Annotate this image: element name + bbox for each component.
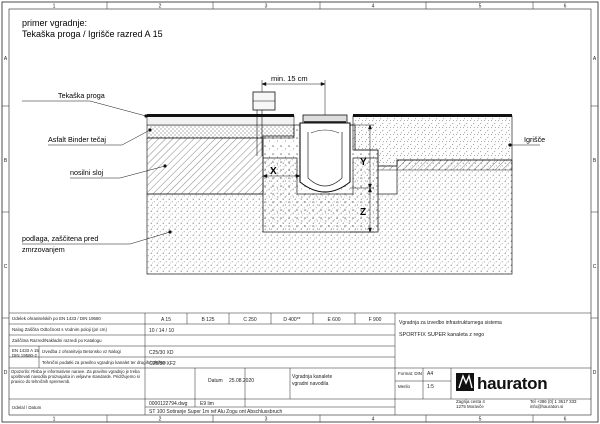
- channel-inner-profile: [307, 132, 343, 187]
- tb-drawing-no: 0000122794.dwg: [149, 401, 188, 407]
- layer-field-topcoat: [353, 114, 512, 117]
- edge-left-D: D: [4, 370, 8, 376]
- tb-stamp-label: Datum: [208, 378, 223, 384]
- drawing-title-line1: primer vgradnje:: [22, 18, 87, 28]
- tb-class-e600: E 600: [327, 317, 340, 323]
- tb-stamp-date: 25.08.2020: [229, 378, 254, 384]
- edge-labels: 1 2 3 4 5 6 1 2 3 4 5 6 A B C D A B C D: [4, 4, 597, 423]
- layer-base-course-right: [377, 159, 513, 171]
- leader-dot-asphalt: [148, 128, 152, 132]
- logo-mark-icon: [458, 373, 473, 389]
- edge-right-B: B: [593, 158, 597, 164]
- edge-bottom-1: 1: [53, 417, 56, 423]
- tb-row-install: Tehnični podatki za pravilno vgradnjo ka…: [42, 360, 167, 365]
- tb-row-author: Izdelal / Datum: [12, 405, 42, 410]
- tb-class-b125: B 125: [201, 317, 214, 323]
- tb-concrete-2: C25/30 XF2: [149, 361, 176, 367]
- dim-z-label: Z: [360, 207, 366, 218]
- edge-top-5: 5: [479, 4, 482, 10]
- tb-mid-title-1: Vgradnja kanalete: [292, 374, 333, 380]
- tb-code-1: EN 1433 A 15: [12, 348, 39, 353]
- tb-note: Opozorilo: Risba je informativne narave.…: [11, 369, 140, 384]
- tb-right-product: SPORTFIX SUPER kanaleta z rego: [399, 332, 484, 338]
- tb-email: info@hauraton.si: [530, 404, 563, 409]
- tb-addr-1: Zagrija cesta 4: [456, 399, 485, 404]
- layer-track-topcoat: [147, 114, 294, 117]
- edge-top-2: 2: [159, 4, 162, 10]
- leader-dot-track: [144, 114, 148, 118]
- tb-bottom-desc: ST 100 Sotiranje Super 1m ref Alu Zogu o…: [149, 409, 283, 415]
- tb-row-class: Zaščitna Razred/Nakladni razredi po Kata…: [12, 338, 102, 343]
- edge-top-4: 4: [372, 4, 375, 10]
- tb-tel: Tel +386 (0) 1 3617 333: [530, 399, 577, 404]
- tb-scale-label: Merilo: [398, 384, 411, 389]
- label-podlaga-1: podlaga, zaščitena pred: [22, 234, 98, 243]
- title-block: [9, 312, 591, 415]
- dim-y-label: Y: [360, 157, 367, 168]
- edge-left-B: B: [4, 158, 8, 164]
- tb-row-concrete: Izvedba z ohranitvijo Betonsko vz Nalogi: [42, 349, 121, 354]
- leader-dot-subgrade: [168, 230, 172, 234]
- tb-row-product: Izdelek ohranitelskih po EN 1433 / DIN 1…: [12, 316, 101, 321]
- cross-section: min. 15 cm X Y Z: [146, 74, 513, 275]
- label-nosilni-sloj: nosilni sloj: [70, 168, 104, 177]
- dim-x-label: X: [270, 166, 277, 177]
- tb-dims: 10 / 14 / 10: [149, 328, 174, 334]
- tb-note-box: Opozorilo: Risba je informativne narave.…: [11, 369, 140, 384]
- leader-dot-field: [508, 143, 512, 147]
- tb-addr-2: 1275 Moravče: [456, 404, 484, 409]
- edge-top-1: 1: [53, 4, 56, 10]
- tb-row-load: Nalog Zaščita Odtočnost s Vodnim poloji …: [12, 327, 107, 332]
- edge-right-A: A: [593, 56, 597, 62]
- tb-format-val: A4: [427, 371, 433, 377]
- dim-min-15-label: min. 15 cm: [271, 74, 308, 83]
- edge-bottom-2: 2: [159, 417, 162, 423]
- edge-right-C: C: [593, 264, 597, 270]
- dim-z: [350, 187, 374, 233]
- edge-right-D: D: [593, 370, 597, 376]
- tb-scale-val: E9 lim: [200, 401, 214, 407]
- edge-bottom-3: 3: [265, 417, 268, 423]
- edge-bottom-6: 6: [564, 417, 567, 423]
- edge-bottom-4: 4: [372, 417, 375, 423]
- tb-scale-num: 1:5: [427, 384, 434, 390]
- edge-left-C: C: [4, 264, 8, 270]
- leader-lines: [22, 100, 540, 245]
- dim-x: [262, 174, 301, 178]
- tb-class-d400: D 400**: [283, 317, 300, 323]
- layer-track-surface: [146, 115, 295, 126]
- tb-class-a15: A 15: [161, 317, 171, 323]
- label-igrisce: Igrišče: [524, 135, 545, 144]
- company-name: hauraton: [477, 374, 547, 393]
- tb-right-header: Vgradnja za izvedbo infrastrukturnega si…: [399, 320, 502, 326]
- dim-min-15: [261, 80, 326, 115]
- tb-class-c250: C 250: [243, 317, 257, 323]
- company-logo: hauraton: [456, 373, 548, 393]
- tb-code-2: DIN 19580-2: [12, 353, 37, 358]
- edge-left-A: A: [4, 56, 8, 62]
- tb-format-label: Format: DIN: [398, 371, 422, 376]
- edge-top-6: 6: [564, 4, 567, 10]
- tb-class-f900: F 900: [369, 317, 382, 323]
- leader-dot-base: [163, 164, 167, 168]
- edge-bottom-5: 5: [479, 417, 482, 423]
- label-podlaga-2: zmrzovanjem: [22, 245, 65, 254]
- channel-body: [299, 122, 351, 193]
- label-tekaska-proga: Tekaška proga: [58, 91, 105, 100]
- tb-mid-title-2: vgradni navodila: [292, 381, 329, 387]
- edge-top-3: 3: [265, 4, 268, 10]
- tb-concrete-1: C25/30 XD: [149, 350, 174, 356]
- channel-grate-lock: [310, 129, 340, 134]
- label-asfalt-binder: Asfalt Binder tečaj: [48, 135, 106, 144]
- drawing-title-line2: Tekaška proga / Igrišče razred A 15: [22, 29, 163, 39]
